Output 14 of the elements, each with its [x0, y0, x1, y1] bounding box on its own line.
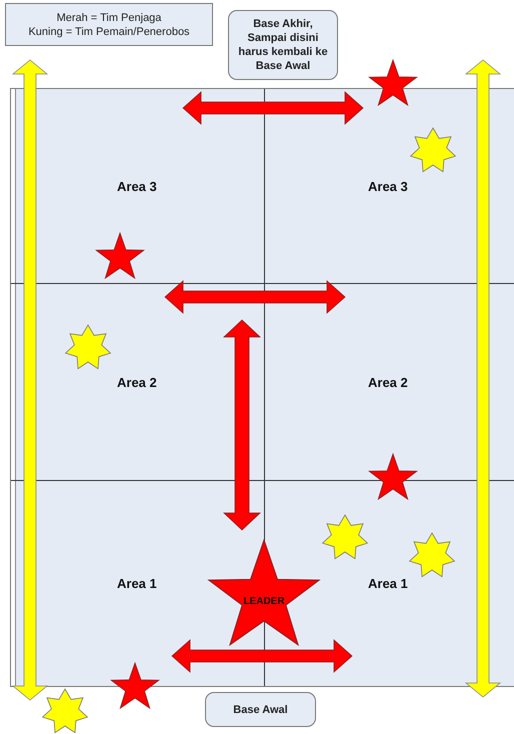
base-box	[228, 10, 338, 80]
legend-text: Merah = Tim Penjaga	[56, 10, 162, 24]
base-label: Base Awal	[233, 702, 288, 716]
base-box	[205, 692, 316, 727]
area-label: Area 3	[368, 178, 408, 194]
area-label: Area 2	[117, 374, 157, 390]
legend-text: Kuning = Tim Pemain/Penerobos	[28, 24, 190, 38]
area-label: Area 3	[117, 178, 157, 194]
area-label: Area 1	[368, 576, 408, 591]
legend-box	[5, 3, 213, 46]
star-label: LEADER	[243, 596, 285, 607]
area-label: Area 2	[368, 374, 408, 390]
base-label: Base Akhir, Sampai disini harus kembali ke Base Awal	[237, 17, 329, 73]
area-label: Area 1	[117, 576, 157, 591]
